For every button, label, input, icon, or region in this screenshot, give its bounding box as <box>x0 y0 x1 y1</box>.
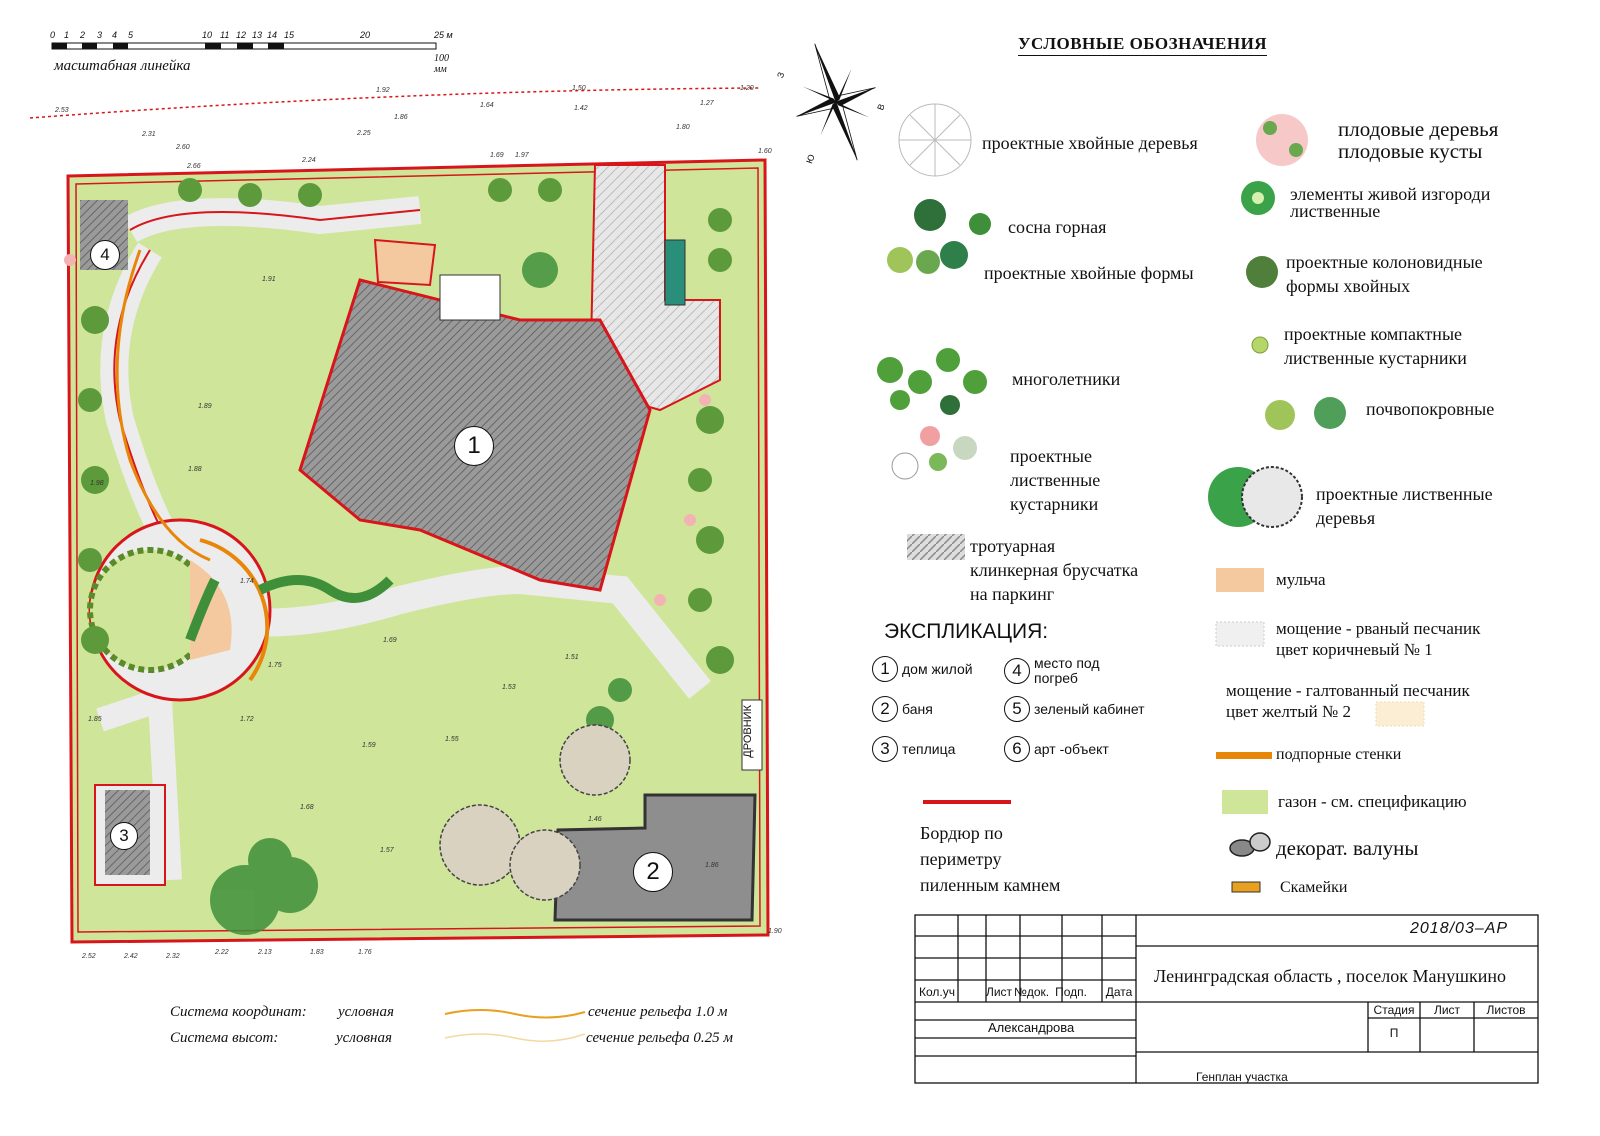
boulder-icon <box>1229 832 1271 857</box>
tb-header: Подп. <box>1055 985 1087 999</box>
groundcover-icon <box>1265 397 1346 430</box>
conifer-forms-icon <box>887 241 968 274</box>
sandstone1-swatch <box>1215 621 1265 647</box>
fruit-tree-icon <box>1256 114 1308 166</box>
legend-benches: Скамейки <box>1280 879 1348 896</box>
legend-sandstone1: мощение - рваный песчаник цвет коричневы… <box>1276 619 1481 659</box>
shrub-icon <box>891 426 977 480</box>
legend-perennials: многолетники <box>1012 369 1121 389</box>
pine-icon <box>914 199 991 235</box>
legend-paving-parking: тротуарная клинкерная брусчатка на парки… <box>970 536 1139 604</box>
plan-marker-house: 1 <box>454 426 494 466</box>
sandstone2-swatch <box>1375 701 1425 727</box>
legend-columnar: проектные колоновидные формы хвойных <box>1286 252 1483 296</box>
compass-rose-icon: З В Ю <box>775 30 898 170</box>
tb-sheet-name: Генплан участка <box>1196 1070 1288 1084</box>
retaining-swatch <box>1216 752 1272 759</box>
scale-mm: 100 мм <box>434 53 449 75</box>
site-plan <box>29 87 770 944</box>
legend-sandstone2: мощение - галтованный песчаник цвет желт… <box>1226 681 1470 721</box>
tb-stage-header: Лист <box>1433 1003 1461 1017</box>
plan-marker-bath: 2 <box>633 852 673 892</box>
legend-groundcover: почвопокровные <box>1366 399 1495 419</box>
legend-fruit: плодовые деревья плодовые кусты <box>1338 117 1499 163</box>
legend-conifer-forms: проектные хвойные формы <box>984 263 1194 283</box>
legend-lawn: газон - см. спецификацию <box>1278 792 1467 811</box>
legend-pine: сосна горная <box>1008 217 1107 237</box>
tb-stage-header: Стадия <box>1373 1003 1415 1017</box>
tb-header: №док. <box>1014 985 1050 999</box>
legend-curb: Бордюр по периметру пиленным камнем <box>920 823 1061 895</box>
deciduous-tree-icon <box>1208 466 1303 528</box>
bench-swatch <box>1231 881 1261 893</box>
woodshed-label: ДРОВНИК <box>742 705 754 758</box>
coord-label: Система координат: <box>170 1004 307 1020</box>
scale-ruler <box>51 42 437 50</box>
conifer-tree-icon <box>898 103 972 177</box>
hedge-icon <box>1241 181 1275 215</box>
tb-header: Кол.уч <box>919 985 955 999</box>
title-block-frame <box>914 914 1539 1084</box>
scale-bar: 0 1 2 3 4 5 10 11 12 13 14 15 20 25 м 10… <box>50 28 460 76</box>
mulch-swatch <box>1216 568 1264 592</box>
tb-code: 2018/03–АР <box>1410 920 1509 937</box>
curb-swatch <box>923 800 1011 804</box>
legend-compact: проектные компактные лиственные кустарни… <box>1284 324 1467 368</box>
tb-header: Дата <box>1105 985 1133 999</box>
scale-caption: масштабная линейка <box>54 58 191 74</box>
legend-hedge: элементы живой изгороди лиственные <box>1290 184 1491 221</box>
legend-mulch: мульча <box>1276 570 1326 589</box>
scale-tick-labels: 0 1 2 3 4 5 10 11 12 13 14 15 20 25 м <box>50 30 453 40</box>
compact-shrub-icon <box>1251 336 1269 354</box>
relief-lines <box>444 1009 586 1042</box>
columnar-icon <box>1246 256 1278 288</box>
legend-shrubs: проектные лиственные кустарники <box>1010 446 1101 514</box>
parking-paving-swatch <box>907 534 965 560</box>
coord-value: условная <box>338 1004 394 1020</box>
lawn-swatch <box>1222 790 1268 814</box>
perennials-icon <box>877 348 987 415</box>
legend-boulders: декорат. валуны <box>1276 836 1419 860</box>
tb-address: Ленинградская область , поселок Манушкин… <box>1154 966 1506 986</box>
relief-025m: сечение рельефа 0.25 м <box>586 1030 733 1046</box>
plan-marker-greenhouse: 3 <box>110 822 138 850</box>
legend-symbols <box>877 103 1425 893</box>
tb-stage: П <box>1389 1026 1399 1040</box>
legend-conifers: проектные хвойные деревья <box>982 133 1198 153</box>
plan-marker-cellar: 4 <box>90 240 120 270</box>
tb-header: Лист <box>985 985 1013 999</box>
tb-author: Александрова <box>988 1020 1075 1035</box>
legend-dec-trees: проектные лиственные деревья <box>1316 484 1493 528</box>
relief-1m: сечение рельефа 1.0 м <box>588 1004 728 1020</box>
tb-stage-header: Листов <box>1486 1003 1526 1017</box>
legend-title: УСЛОВНЫЕ ОБОЗНАЧЕНИЯ <box>1018 34 1268 56</box>
height-value: условная <box>336 1030 392 1046</box>
legend-retaining: подпорные стенки <box>1276 746 1402 763</box>
explication-title: ЭКСПЛИКАЦИЯ: <box>884 620 1049 643</box>
height-label: Система высот: <box>170 1030 279 1046</box>
